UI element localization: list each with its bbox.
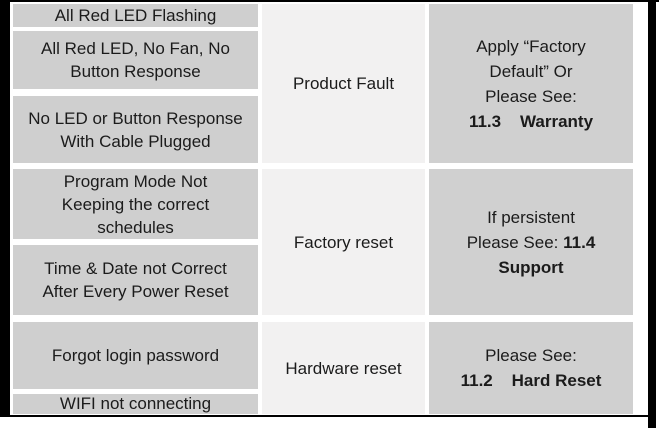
action-text: Please See: 11.4 [467, 230, 596, 255]
action-cell-warranty: Apply “Factory Default” Or Please See: 1… [429, 4, 633, 163]
symptom-text: Keeping the correct [61, 194, 210, 214]
symptom-text: schedules [97, 217, 174, 237]
frame-top-bar [0, 0, 659, 2]
category-cell-factory-reset: Factory reset [262, 169, 425, 315]
category-text: Factory reset [293, 232, 394, 252]
action-cell-support: If persistent Please See: 11.4 Support [429, 169, 633, 315]
symptom-text: WIFI not connecting [59, 394, 212, 413]
frame-left-bar [0, 0, 10, 417]
symptom-text: All Red LED, No Fan, No [41, 39, 230, 58]
category-text: Product Fault [292, 74, 395, 93]
symptom-cell-wifi: WIFI not connecting [13, 394, 258, 414]
action-text: Please See: [466, 232, 564, 252]
symptom-text: After Every Power Reset [42, 282, 229, 301]
symptom-cell-red-led-no-fan: All Red LED, No Fan, No Button Response [13, 31, 258, 89]
symptom-text: Program Mode Not [63, 171, 208, 191]
symptom-text: With Cable Plugged [60, 131, 211, 151]
category-cell-hardware-reset: Hardware reset [262, 322, 425, 414]
symptom-cell-red-led-flashing: All Red LED Flashing [13, 4, 258, 27]
frame-right-bar [648, 0, 656, 428]
symptom-text: No LED or Button Response [28, 108, 243, 128]
action-text: Default” Or [489, 61, 573, 81]
symptom-text: All Red LED Flashing [54, 5, 217, 25]
action-section-ref: 11.4 [563, 232, 596, 252]
category-text: Hardware reset [285, 358, 402, 378]
category-cell-product-fault: Product Fault [262, 4, 425, 163]
action-section-ref: Support [498, 257, 564, 277]
action-text: If persistent [487, 207, 575, 227]
action-text: Please See: [485, 346, 577, 365]
action-text: Please See: [485, 86, 577, 106]
symptom-cell-time-date: Time & Date not Correct After Every Powe… [13, 245, 258, 315]
symptom-cell-forgot-password: Forgot login password [13, 322, 258, 389]
symptom-cell-program-mode: Program Mode Not Keeping the correct sch… [13, 169, 258, 239]
symptom-text: Time & Date not Correct [44, 259, 227, 278]
action-cell-hard-reset: Please See: 11.2 Hard Reset [429, 322, 633, 414]
action-section-ref: 11.3 Warranty [468, 111, 594, 131]
action-text: Apply “Factory [476, 36, 586, 56]
action-section-ref: 11.2 Hard Reset [460, 371, 602, 390]
symptom-text: Forgot login password [51, 346, 220, 365]
frame-bottom-bar [0, 415, 648, 417]
symptom-text: Button Response [70, 62, 201, 81]
symptom-cell-no-led-button: No LED or Button Response With Cable Plu… [13, 96, 258, 163]
